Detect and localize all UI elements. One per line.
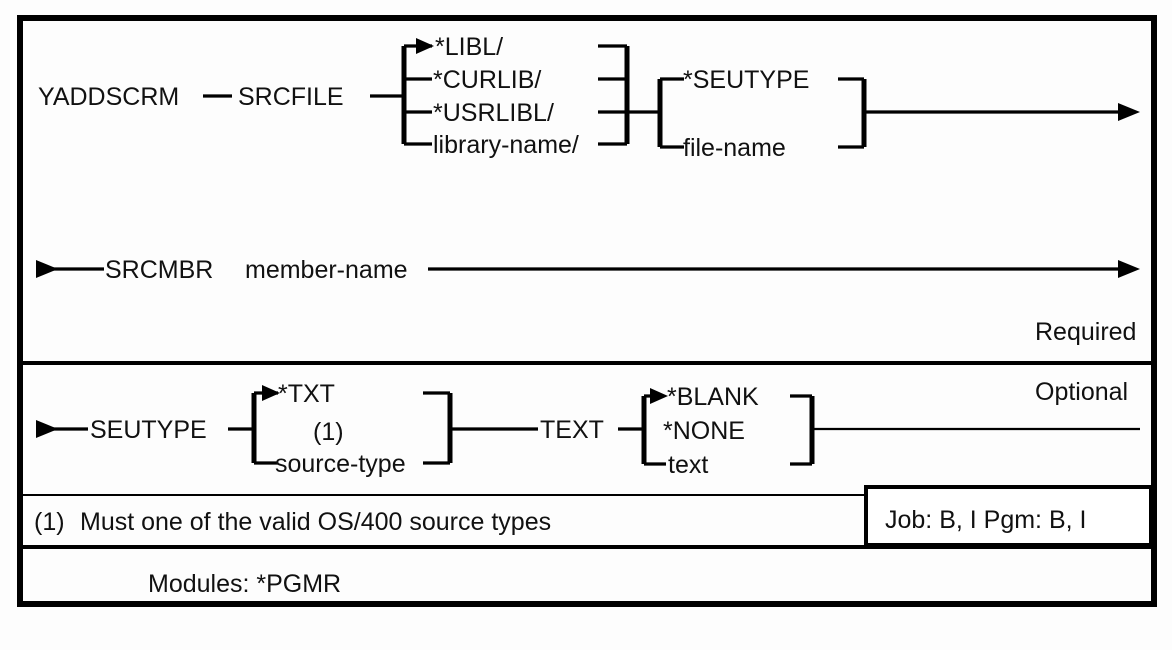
option-txt: *TXT [278, 380, 335, 408]
row-seutype-text: Optional SEUTYPE *TXT (1) source-type TE… [36, 378, 1140, 479]
job-pgm-badge-box [864, 485, 1153, 547]
default-arrow-icon-blank [650, 388, 668, 404]
job-pgm-badge: Job: B, I Pgm: B, I [864, 485, 1153, 547]
modules-row: Modules: *PGMR [148, 570, 341, 598]
option-source-type: source-type [275, 450, 406, 478]
row-srcmbr: SRCMBR member-name Required [36, 256, 1140, 346]
arrow-continue-icon-row2 [36, 260, 58, 278]
command-label: YADDSCRM [38, 83, 179, 111]
default-arrow-icon-libl [416, 38, 434, 54]
option-curlib: *CURLIB/ [433, 66, 541, 94]
footnote-marker: (1) [34, 508, 65, 536]
modules-text: Modules: *PGMR [148, 570, 341, 598]
option-blank: *BLANK [667, 383, 759, 411]
option-seutype-default: *SEUTYPE [683, 66, 809, 94]
arrow-continue-icon-row3 [36, 420, 58, 438]
option-file-name: file-name [683, 134, 786, 162]
operand-member-name: member-name [245, 256, 408, 284]
keyword-srcfile: SRCFILE [238, 83, 344, 111]
arrow-right-icon-row1 [1118, 103, 1140, 121]
section-label-optional: Optional [1035, 378, 1128, 406]
keyword-seutype: SEUTYPE [90, 416, 207, 444]
default-arrow-icon-txt [262, 385, 280, 401]
option-usrlibl: *USRLIBL/ [433, 99, 554, 127]
keyword-text: TEXT [540, 416, 604, 444]
keyword-srcmbr: SRCMBR [105, 256, 213, 284]
footnote-area: (1) Must one of the valid OS/400 source … [34, 508, 551, 536]
option-text-literal: text [668, 451, 708, 479]
job-pgm-badge-text: Job: B, I Pgm: B, I [885, 506, 1086, 534]
footnote-marker-inline: (1) [313, 418, 344, 446]
arrow-right-icon-row2 [1118, 260, 1140, 278]
diagram-outer-frame [17, 15, 1157, 607]
option-library-name: library-name/ [433, 131, 579, 159]
section-label-required: Required [1035, 318, 1136, 346]
option-none: *NONE [663, 417, 745, 445]
footnote-text: Must one of the valid OS/400 source type… [80, 508, 551, 536]
row-srcfile: YADDSCRM SRCFILE *LIBL/ *CURLIB/ *USRLIB… [38, 33, 1140, 162]
option-libl: *LIBL/ [435, 33, 503, 61]
